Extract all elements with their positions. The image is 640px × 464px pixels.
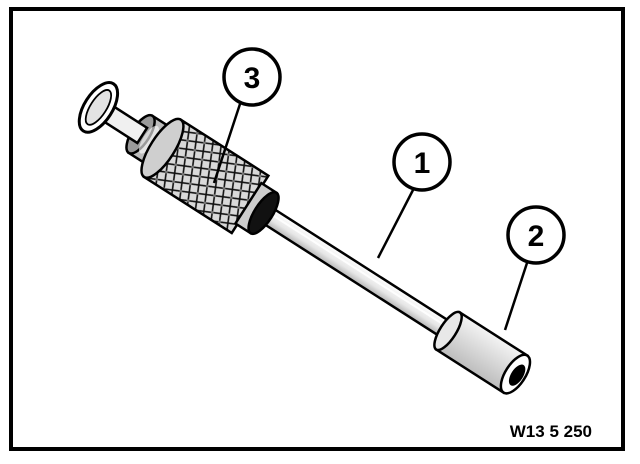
- callout-3: 3: [222, 47, 282, 107]
- slide-hammer-tool: [77, 81, 532, 395]
- end-sleeve: [433, 310, 532, 395]
- figure-frame: [9, 7, 625, 451]
- leader-line-3: [212, 103, 242, 184]
- end-knob: [77, 81, 149, 145]
- leader-line-2: [503, 262, 529, 331]
- callout-3-label: 3: [244, 62, 261, 95]
- callout-2-label: 2: [528, 220, 545, 253]
- leader-line-1: [376, 189, 415, 259]
- callout-2: 2: [506, 205, 566, 265]
- callout-1-label: 1: [414, 147, 431, 180]
- figure-reference-code: W13 5 250: [510, 422, 592, 441]
- callout-1: 1: [392, 132, 452, 192]
